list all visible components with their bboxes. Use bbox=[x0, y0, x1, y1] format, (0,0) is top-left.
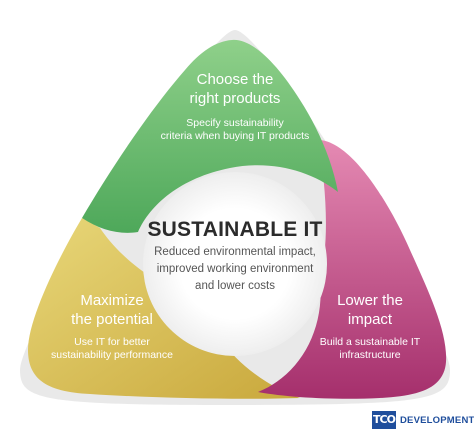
center-circle bbox=[143, 172, 327, 356]
segment-right-desc-2: infrastructure bbox=[339, 349, 401, 361]
segment-top-desc-1: Specify sustainability bbox=[186, 117, 284, 129]
center-title: SUSTAINABLE IT bbox=[147, 218, 323, 241]
segment-left-title-2: the potential bbox=[71, 311, 153, 328]
center-desc-line-3: and lower costs bbox=[195, 280, 275, 292]
tco-logo-mark: TCO bbox=[372, 411, 396, 429]
segment-top-shape bbox=[82, 39, 338, 233]
center-desc-line-2: improved working environment bbox=[156, 263, 314, 275]
center-description: Reduced environmental impact, improved w… bbox=[135, 244, 335, 295]
segment-right-desc-1: Build a sustainable IT bbox=[319, 336, 421, 348]
segment-left-title-1: Maximize bbox=[80, 292, 144, 309]
segment-left-desc-1: Use IT for better bbox=[74, 336, 150, 348]
segment-top-text: Choose the right products Specify sustai… bbox=[150, 70, 320, 143]
segment-left-desc-2: sustainability performance bbox=[51, 349, 173, 361]
segment-top-title-1: Choose the bbox=[196, 71, 274, 88]
segment-top-title-2: right products bbox=[189, 90, 281, 107]
segment-left-text: Maximize the potential Use IT for better… bbox=[42, 291, 182, 362]
segment-right-title-1: Lower the bbox=[337, 292, 403, 309]
segment-right-text: Lower the impact Build a sustainable IT … bbox=[300, 291, 440, 362]
tco-development-logo: TCO DEVELOPMENT bbox=[372, 410, 474, 430]
segment-top-desc-2: criteria when buying IT products bbox=[160, 130, 310, 142]
segment-right-shape bbox=[258, 140, 447, 399]
tco-logo-text: DEVELOPMENT bbox=[400, 414, 474, 426]
center-desc-line-1: Reduced environmental impact, bbox=[154, 246, 316, 258]
segment-right-title-2: impact bbox=[347, 311, 393, 328]
